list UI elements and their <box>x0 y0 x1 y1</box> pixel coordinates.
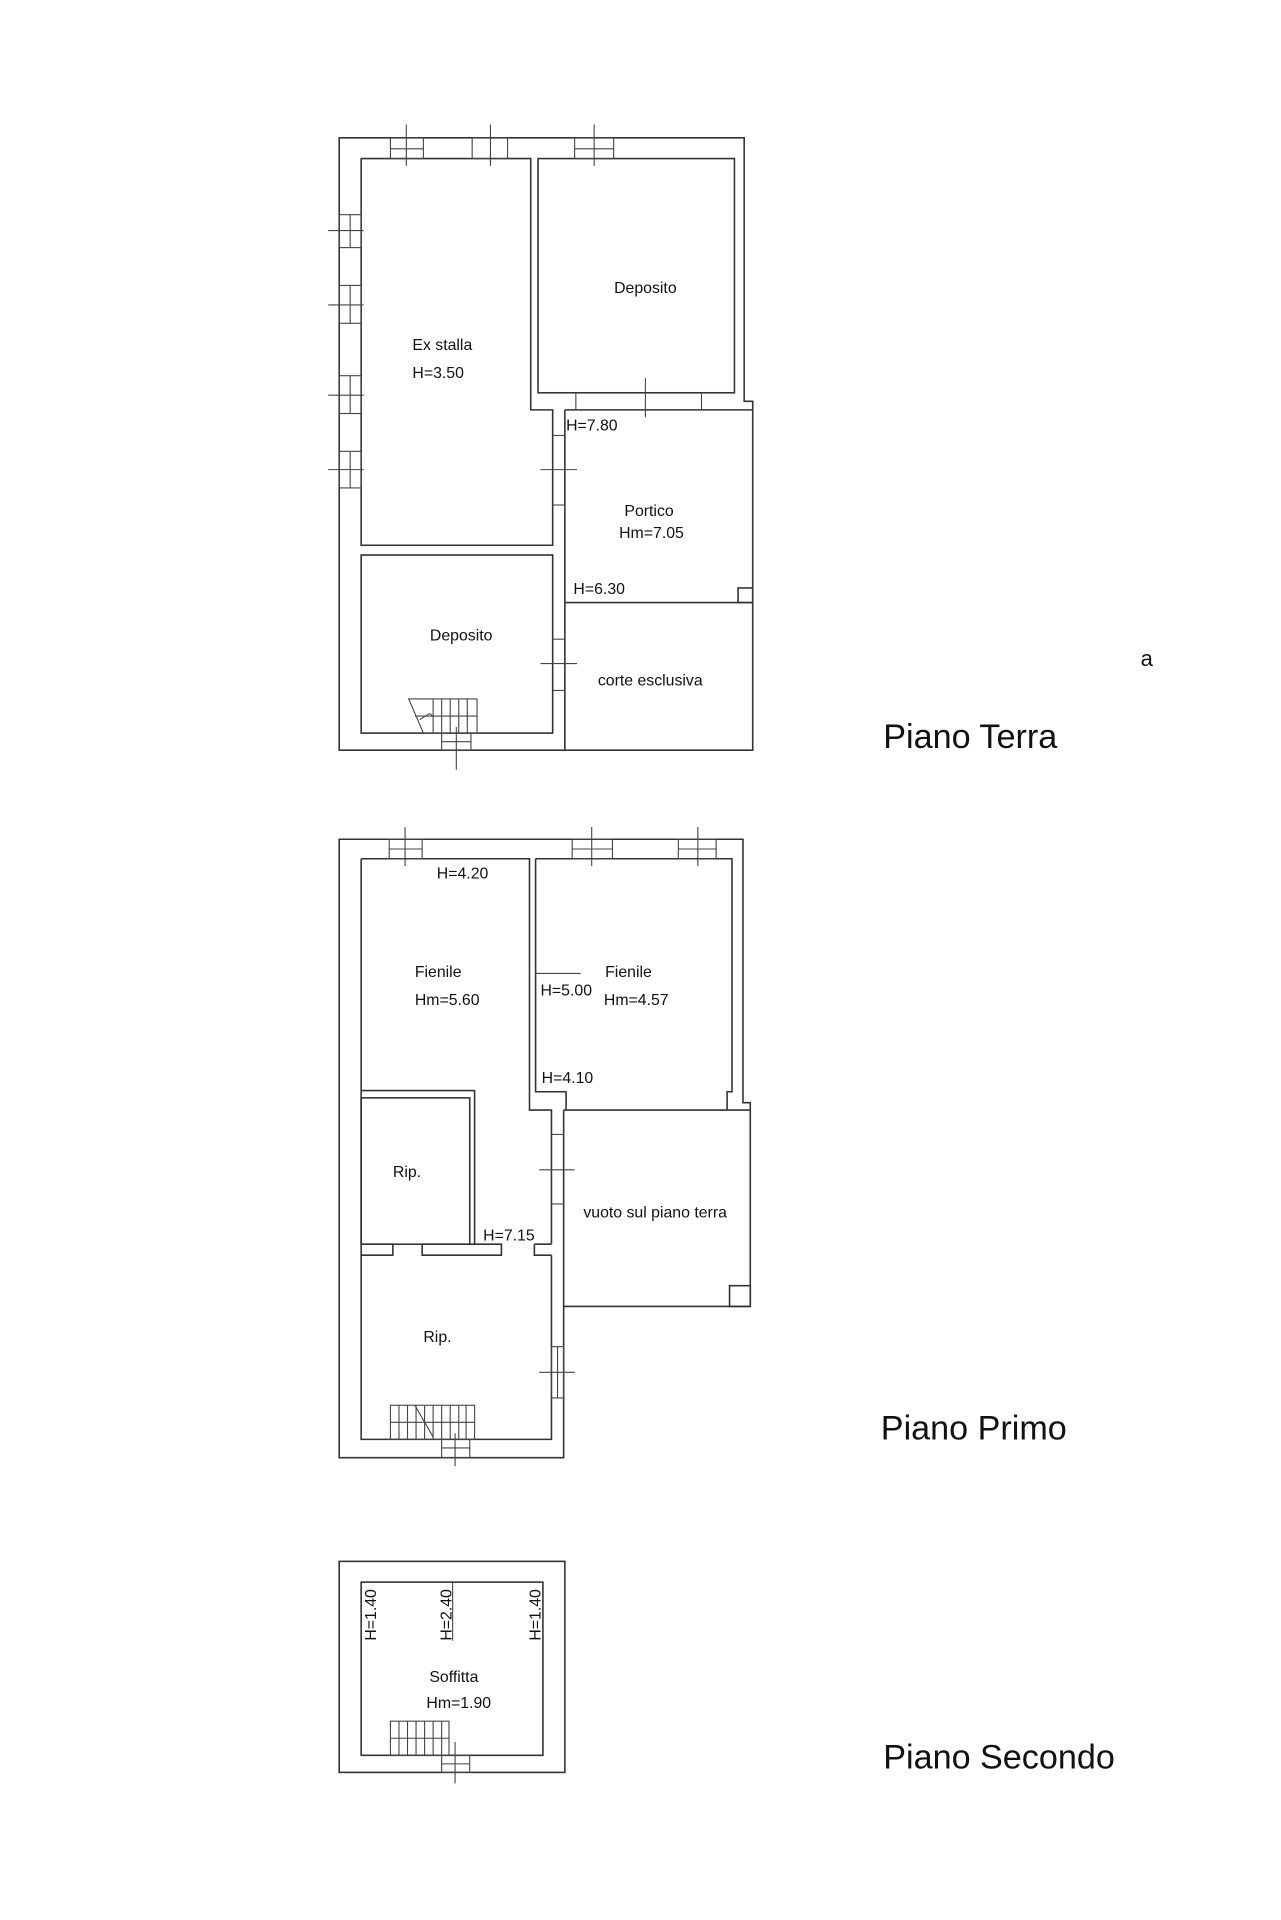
staircase <box>407 698 478 734</box>
room-vuoto <box>562 1109 751 1307</box>
height-label: H=7.80 <box>566 418 618 435</box>
height-label: Hm=1.90 <box>426 1695 491 1712</box>
room-deposito-top <box>537 157 736 394</box>
height-label: H=3.50 <box>412 365 464 382</box>
room-label: Deposito <box>430 627 493 644</box>
outer-wall <box>338 137 754 751</box>
height-label: H=1.40 <box>527 1589 544 1641</box>
height-label: H=7.15 <box>483 1228 535 1245</box>
room-label: Ex stalla <box>412 337 472 354</box>
outer-wall <box>338 838 752 1459</box>
room-portico <box>564 409 753 751</box>
ground-floor-plan: Deposito Ex stalla H=3.50 H=7.80 Portico… <box>328 124 1154 770</box>
room-label: corte esclusiva <box>598 673 703 690</box>
room-label: vuoto sul piano terra <box>583 1204 727 1221</box>
partition-wall <box>361 1243 552 1256</box>
room-label: Fienile <box>605 964 652 981</box>
room-label: Deposito <box>614 280 677 297</box>
door <box>441 434 578 770</box>
height-label: Hm=4.57 <box>604 992 669 1009</box>
room-ex-stalla <box>360 157 554 547</box>
floor-title: Piano Secondo <box>883 1739 1115 1777</box>
door <box>441 1133 575 1467</box>
window <box>328 214 364 489</box>
window <box>389 124 703 418</box>
height-label: H=1.40 <box>363 1589 380 1641</box>
room-label: Portico <box>624 503 673 520</box>
first-floor-plan: H=4.20 Fienile Hm=5.60 H=5.00 Fienile Hm… <box>338 827 1067 1467</box>
floor-title: Piano Terra <box>883 718 1057 756</box>
floor-title: Piano Primo <box>881 1409 1067 1447</box>
room-rip-top <box>360 1097 471 1246</box>
pillar <box>728 1284 752 1308</box>
room-label: Rip. <box>393 1164 421 1181</box>
second-floor-plan: H=1.40 H=2.40 H=1.40 Soffitta Hm=1.90 Pi… <box>338 1560 1115 1784</box>
height-label: H=6.30 <box>573 581 625 598</box>
height-label: H=4.20 <box>437 865 489 882</box>
staircase <box>389 1720 450 1756</box>
height-label: Hm=7.05 <box>619 525 684 542</box>
room-label: Soffitta <box>429 1669 478 1686</box>
room-label: Fienile <box>415 964 462 981</box>
height-label: H=4.10 <box>542 1070 594 1087</box>
window <box>388 827 717 867</box>
staircase <box>389 1404 476 1440</box>
marker-label: a <box>1141 646 1154 671</box>
height-label: Hm=5.60 <box>415 992 480 1009</box>
room-fienile-left <box>360 857 553 1441</box>
height-label: H=5.00 <box>540 982 592 999</box>
door <box>441 1741 471 1784</box>
room-label: Rip. <box>423 1329 451 1346</box>
room-fienile-right <box>534 857 733 1111</box>
pillar <box>737 587 754 604</box>
height-label: H=2.40 <box>438 1589 455 1641</box>
